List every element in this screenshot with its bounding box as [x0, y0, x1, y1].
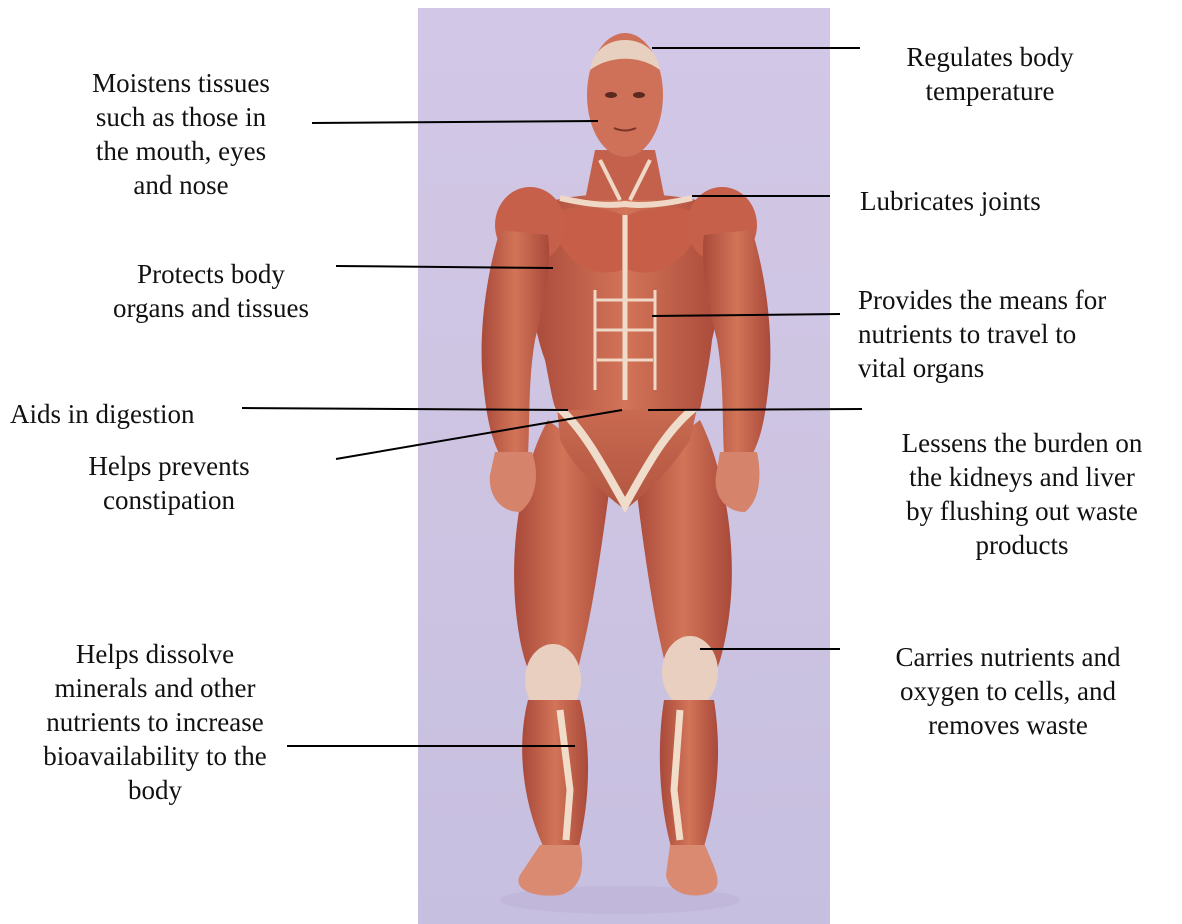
left-arm — [482, 230, 550, 455]
label-nutrients-travel: Provides the means for nutrients to trav… — [858, 283, 1178, 385]
label-aids-digestion: Aids in digestion — [10, 397, 250, 431]
label-dissolve-minerals: Helps dissolve minerals and other nutrie… — [10, 637, 300, 807]
leader-line-moistens — [312, 121, 598, 123]
leader-line-kidneys — [648, 409, 862, 410]
label-lubricates-joints: Lubricates joints — [860, 184, 1100, 218]
left-eye — [605, 92, 617, 98]
label-protects-organs: Protects body organs and tissues — [86, 257, 336, 325]
label-carries-nutrients: Carries nutrients and oxygen to cells, a… — [858, 640, 1158, 742]
label-moistens-tissues: Moistens tissues such as those in the mo… — [56, 66, 306, 202]
right-eye — [633, 92, 645, 98]
right-arm — [703, 230, 771, 455]
neck — [585, 150, 665, 200]
left-shin — [522, 700, 588, 850]
right-foot — [666, 845, 718, 896]
label-lessens-kidney-burden: Lessens the burden on the kidneys and li… — [872, 426, 1172, 562]
moistens-label-clip: Moistens tissues such as those in the mo… — [56, 66, 306, 206]
label-regulates-temperature: Regulates body temperature — [870, 40, 1110, 108]
label-prevents-constipation: Helps prevents constipation — [54, 449, 284, 517]
right-knee — [662, 636, 718, 708]
left-foot — [518, 845, 582, 896]
right-shin — [660, 700, 718, 850]
